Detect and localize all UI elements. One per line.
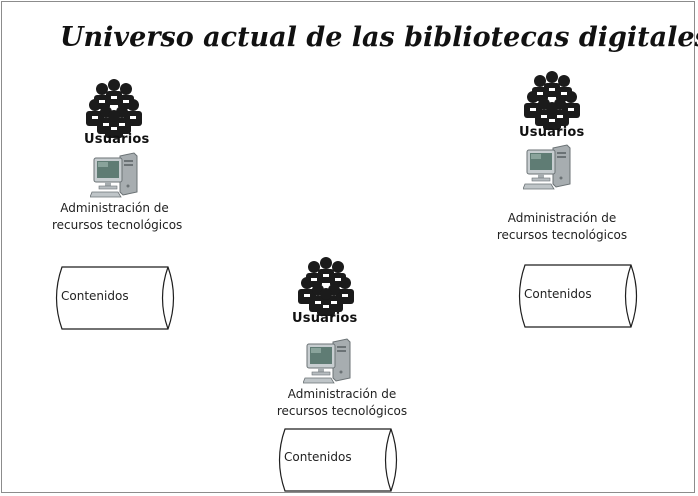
admin-resources-label: Administración de recursos tecnológicos (262, 386, 422, 420)
admin-resources-label: Administración de recursos tecnológicos (52, 200, 183, 234)
users-label: Usuarios (292, 311, 358, 326)
admin-label-line1: Administración de (287, 387, 397, 401)
admin-label-line2: recursos tecnológicos (52, 218, 183, 232)
computer-workstation-icon (303, 336, 353, 386)
admin-label-line2: recursos tecnológicos (276, 404, 408, 418)
users-group-icon (519, 70, 585, 130)
content-label: Contenidos (61, 289, 129, 303)
users-group-icon (81, 78, 147, 138)
diagram-title: Universo actual de las bibliotecas digit… (60, 22, 698, 53)
admin-resources-label: Administración de recursos tecnológicos (482, 210, 642, 244)
users-group-icon (293, 256, 359, 316)
users-label: Usuarios (84, 132, 150, 147)
computer-workstation-icon (523, 142, 573, 192)
content-label: Contenidos (284, 450, 352, 464)
admin-label-line1: Administración de (507, 211, 617, 225)
computer-workstation-icon (90, 150, 140, 200)
users-label: Usuarios (519, 125, 585, 140)
admin-label-line1: Administración de (60, 201, 169, 215)
content-label: Contenidos (524, 287, 592, 301)
admin-label-line2: recursos tecnológicos (496, 228, 628, 242)
